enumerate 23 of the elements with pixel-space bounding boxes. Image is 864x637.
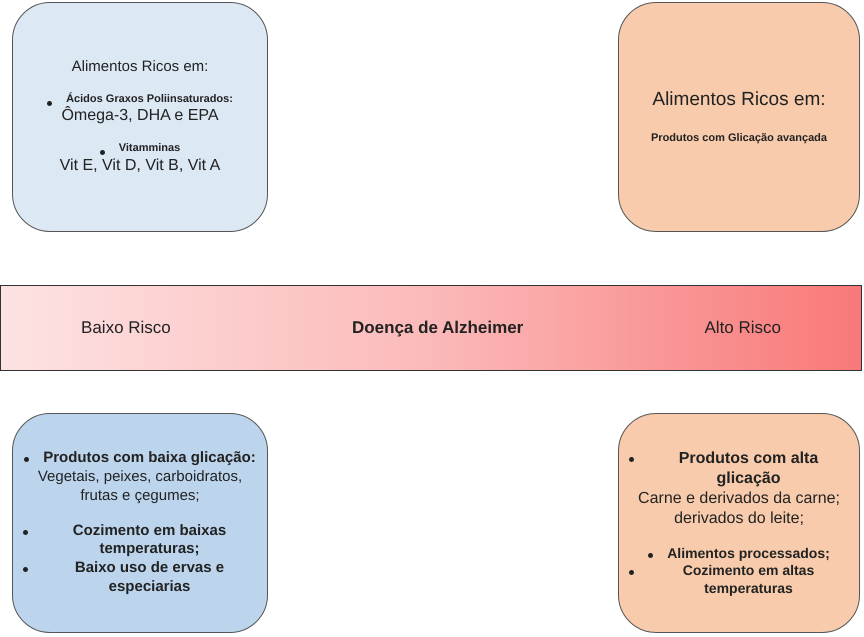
food-group-box [12,413,268,633]
heading-text: Alimentos Ricos em: [652,88,826,112]
risk-label: Alto Risco [704,317,781,339]
food-group-box [618,413,860,633]
risk-label: Baixo Risco [81,317,171,339]
food-group-box [12,2,268,232]
item-title: Produtos com alta glicação [678,448,820,489]
band-title: Doença de Alzheimer [352,317,524,339]
item-title: Vitamminas [118,142,180,156]
item-title: Baixo uso de ervas e especiarias [74,559,226,597]
item-text: Ômega-3, DHA e EPA [61,106,219,126]
item-title: Cozimento em baixas temperaturas; [72,522,228,560]
item-text: Vegetais, peixes, carboidratos, frutas e çegumes; [36,468,244,506]
item-text: Vit E, Vit D, Vit B, Vit A [60,156,220,176]
food-group-box [618,2,860,232]
item-text: Carne e derivados da carne; derivados do leite; [637,488,841,529]
item-title: Ácidos Graxos Poliinsaturados: [66,92,233,106]
item-title: Alimentos processados; [667,544,830,562]
item-title: Produtos com baixa glicação: [43,449,256,468]
item-title: Cozimento em altas temperaturas [682,562,816,598]
item-title: Produtos com Glicação avançada [650,132,828,146]
heading-text: Alimentos Ricos em: [72,58,208,77]
risk-scale-band [0,285,862,371]
